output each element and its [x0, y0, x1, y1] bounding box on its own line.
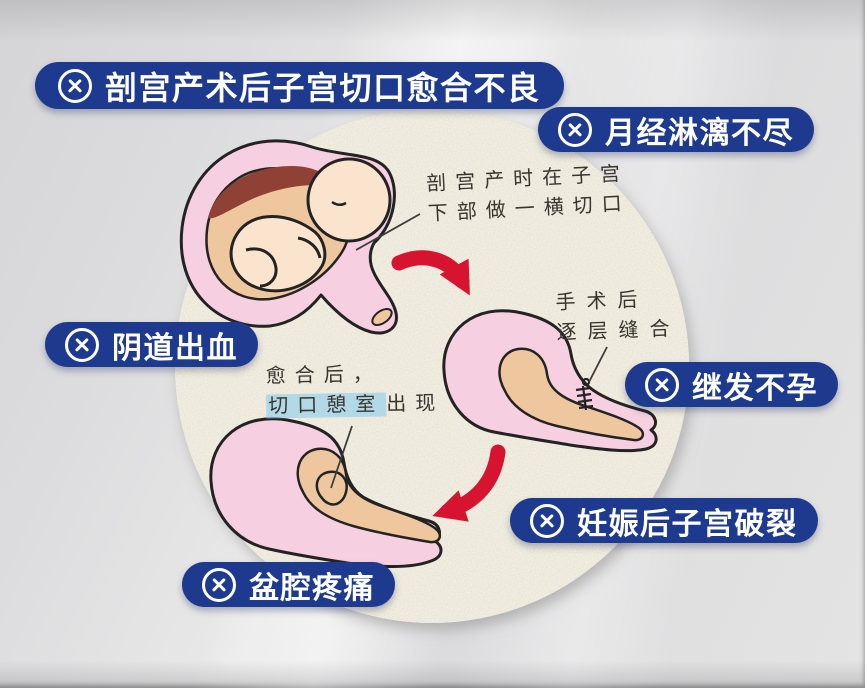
label-text: 阴道出血	[112, 331, 238, 365]
label-poor-incision-healing: 剖宫产术后子宫切口愈合不良	[35, 62, 564, 109]
annotation-line: 切口憩室出现	[266, 388, 444, 421]
circle-x-icon	[530, 503, 564, 538]
circle-x-icon	[645, 367, 679, 402]
annotation-line-tail: 出现	[386, 392, 445, 416]
circle-x-icon	[202, 567, 236, 602]
niche-highlight: 切口憩室	[266, 392, 387, 419]
label-text: 继发不孕	[692, 371, 818, 405]
circle-x-icon	[558, 112, 592, 147]
circle-x-icon	[65, 327, 99, 362]
annotation-incision: 剖宫产时在子宫 下部做一横切口	[426, 159, 632, 230]
annotation-niche: 愈合后， 切口憩室出现	[265, 358, 444, 421]
label-text: 妊娠后子宫破裂	[577, 507, 798, 541]
annotation-suture: 手术后 逐层缝合	[555, 284, 681, 348]
label-prolonged-menstruation: 月经淋漓不尽	[538, 107, 814, 152]
label-vaginal-bleeding: 阴道出血	[45, 322, 258, 367]
annotation-line: 手术后	[555, 288, 649, 315]
label-text: 盆腔疼痛	[249, 571, 375, 605]
label-uterine-rupture: 妊娠后子宫破裂	[510, 498, 818, 543]
label-secondary-infertility: 继发不孕	[625, 362, 838, 407]
annotation-line: 愈合后，	[265, 363, 382, 388]
uterus-with-fetus-illustration	[179, 139, 398, 335]
label-text: 剖宫产术后子宫切口愈合不良	[105, 69, 541, 106]
label-pelvic-pain: 盆腔疼痛	[182, 562, 395, 607]
annotation-line: 逐层缝合	[556, 317, 681, 345]
circle-x-icon	[58, 68, 92, 103]
label-text: 月经淋漓不尽	[605, 116, 794, 150]
